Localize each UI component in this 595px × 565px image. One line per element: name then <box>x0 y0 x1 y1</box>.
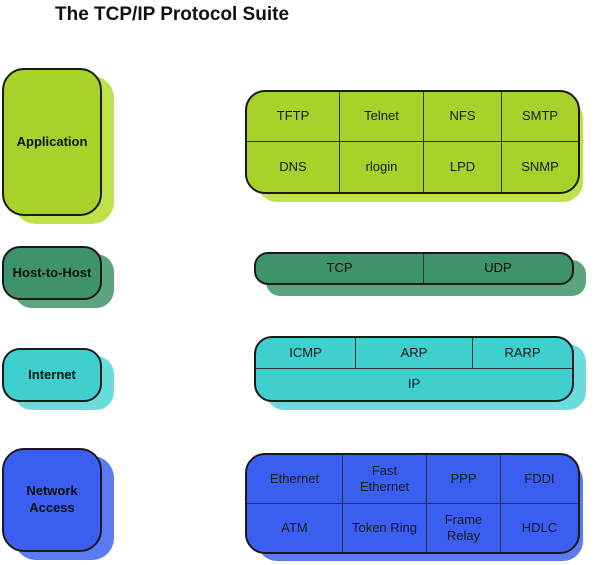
protocol-frame-relay-line1: Frame <box>444 511 483 527</box>
application-protocols-box: TFTP Telnet NFS SMTP DNS rlogin LPD SNMP <box>245 90 580 194</box>
protocol-ppp-label: PPP <box>450 470 477 486</box>
protocol-atm: ATM <box>247 503 343 552</box>
protocol-rlogin: rlogin <box>340 142 424 192</box>
protocol-arp: ARP <box>356 338 473 369</box>
protocol-ppp: PPP <box>427 455 501 504</box>
internet-protocols-top-row: ICMP ARP RARP <box>256 338 572 369</box>
diagram-title: The TCP/IP Protocol Suite <box>55 4 290 25</box>
protocol-smtp: SMTP <box>502 92 578 142</box>
protocol-fast-ethernet: Fast Ethernet <box>343 455 427 504</box>
network-access-layer-label-line2: Access <box>29 500 75 515</box>
protocol-token-ring-label: Token Ring <box>351 519 418 535</box>
protocol-ethernet-label: Ethernet <box>269 470 320 486</box>
protocol-lpd: LPD <box>424 142 502 192</box>
protocol-telnet: Telnet <box>340 92 424 142</box>
protocol-fast-ethernet-line1: Fast <box>371 462 398 478</box>
network-access-protocols-box: Ethernet Fast Ethernet PPP FDDI ATM Toke… <box>245 453 580 554</box>
protocol-token-ring: Token Ring <box>343 503 427 552</box>
protocol-fddi: FDDI <box>501 455 578 504</box>
host-to-host-protocols-box: TCP UDP <box>254 252 574 285</box>
protocol-tftp: TFTP <box>247 92 340 142</box>
internet-layer-box: Internet <box>2 348 102 402</box>
application-layer-box: Application <box>2 68 102 216</box>
protocol-rarp: RARP <box>473 338 572 369</box>
protocol-dns: DNS <box>247 142 340 192</box>
host-to-host-layer-label: Host-to-Host <box>12 264 92 280</box>
protocol-tcp: TCP <box>256 254 424 283</box>
network-access-layer-box: Network Access <box>2 448 102 552</box>
protocol-ethernet: Ethernet <box>247 455 343 504</box>
network-access-layer-label-line1: Network <box>26 483 78 499</box>
internet-protocols-box: ICMP ARP RARP IP <box>254 336 574 402</box>
protocol-udp: UDP <box>484 260 512 276</box>
host-to-host-layer-box: Host-to-Host <box>2 246 102 300</box>
protocol-hdlc: HDLC <box>501 504 578 553</box>
protocol-icmp: ICMP <box>256 338 356 369</box>
protocol-atm-label: ATM <box>281 519 308 535</box>
protocol-hdlc-label: HDLC <box>521 519 558 535</box>
protocol-frame-relay: Frame Relay <box>427 503 501 552</box>
protocol-ip: IP <box>407 376 421 392</box>
protocol-nfs: NFS <box>424 92 502 142</box>
protocol-frame-relay-line2: Relay <box>446 527 481 543</box>
protocol-fddi-label: FDDI <box>524 470 555 486</box>
application-layer-label: Application <box>16 133 88 149</box>
internet-layer-label: Internet <box>28 366 76 382</box>
protocol-snmp: SNMP <box>521 158 559 174</box>
protocol-fast-ethernet-line2: Ethernet <box>359 478 410 494</box>
